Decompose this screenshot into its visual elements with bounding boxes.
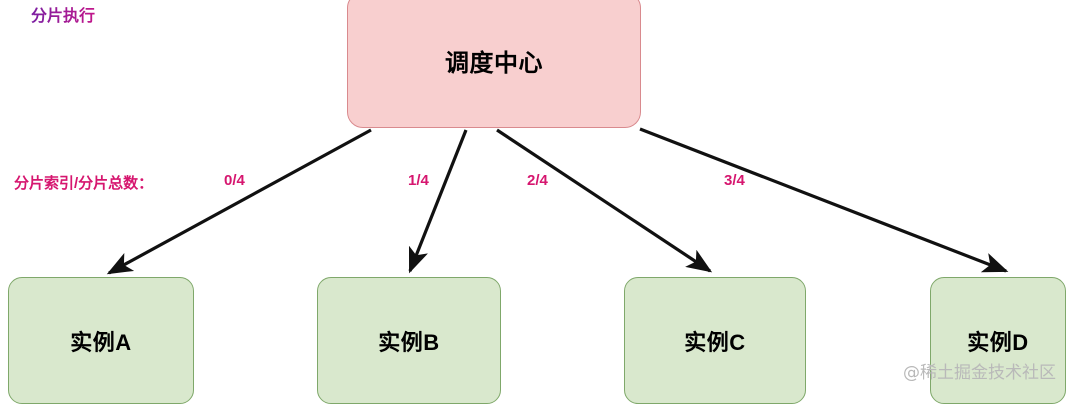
shard-label-3: 3/4: [724, 172, 745, 189]
watermark: @稀土掘金技术社区: [903, 363, 1056, 383]
node-instance-d[interactable]: 实例D: [930, 277, 1066, 404]
shard-label-0: 0/4: [224, 172, 245, 189]
diagram-title: 分片执行: [31, 2, 95, 26]
shard-label-1: 1/4: [408, 172, 429, 189]
node-instance-b[interactable]: 实例B: [317, 277, 501, 404]
edge-center-to-instance-b: [408, 129, 468, 274]
node-instance-a[interactable]: 实例A: [8, 277, 194, 404]
node-scheduling-center[interactable]: 调度中心: [347, 0, 641, 128]
edge-center-to-instance-a: [106, 128, 372, 275]
edge-center-to-instance-c: [496, 128, 713, 273]
edge-center-to-instance-d: [639, 127, 1009, 273]
node-instance-c[interactable]: 实例C: [624, 277, 806, 404]
shard-legend-label: 分片索引/分片总数：: [14, 175, 154, 192]
shard-label-2: 2/4: [527, 172, 548, 189]
